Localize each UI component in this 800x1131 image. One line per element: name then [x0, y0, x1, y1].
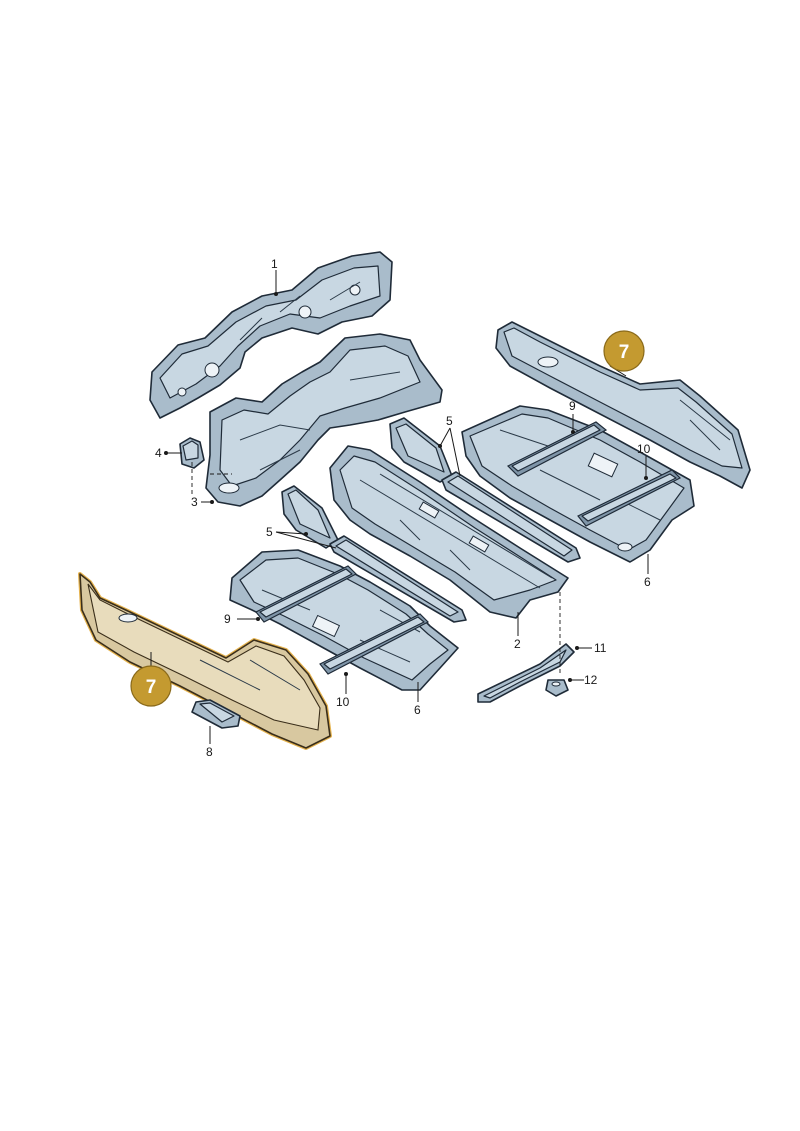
callout-9-left: 9 [224, 612, 231, 626]
part-7-sill-right[interactable] [495, 321, 751, 489]
callout-8: 8 [206, 745, 213, 759]
guide-lines [191, 462, 561, 676]
callout-labels: 1 4 3 5 5 2 9 10 6 9 10 6 8 11 12 [155, 257, 651, 759]
part-5-bracket-lower[interactable] [281, 485, 467, 623]
leader-lines [150, 270, 649, 744]
callout-9-right: 9 [569, 399, 576, 413]
callout-10-left: 10 [336, 695, 350, 709]
part-8-plate[interactable] [191, 699, 241, 729]
callout-6-right: 6 [644, 575, 651, 589]
callout-5-lower: 5 [266, 525, 273, 539]
badge-7-left-label: 7 [146, 677, 157, 698]
part-6-rear-floor-left[interactable] [229, 549, 459, 691]
callout-2: 2 [514, 637, 521, 651]
callout-12: 12 [584, 673, 598, 687]
badge-7-right[interactable]: 7 [603, 330, 645, 372]
part-4-bracket[interactable] [179, 437, 205, 469]
part-10-crossmember-left[interactable] [319, 613, 430, 675]
part-1-bulkhead[interactable] [149, 251, 393, 419]
part-10-crossmember-right[interactable] [577, 469, 682, 527]
callout-4: 4 [155, 446, 162, 460]
part-5-bracket-upper[interactable] [389, 417, 581, 563]
part-2-center-tunnel[interactable] [329, 445, 569, 619]
callout-1: 1 [271, 257, 278, 271]
part-6-rear-floor-right[interactable] [461, 405, 695, 563]
part-12-nut[interactable] [545, 679, 569, 697]
callout-3: 3 [191, 495, 198, 509]
callout-6-left: 6 [414, 703, 421, 717]
part-7-sill-left-highlighted[interactable] [78, 572, 332, 750]
badge-7-left[interactable]: 7 [130, 665, 172, 707]
callout-10-right: 10 [637, 442, 651, 456]
callout-11: 11 [594, 641, 607, 655]
part-9-crossmember-right[interactable] [506, 421, 608, 477]
callout-5-upper: 5 [446, 414, 453, 428]
badge-7-right-label: 7 [619, 342, 630, 363]
part-3-front-floor[interactable] [205, 333, 443, 507]
part-9-crossmember-left[interactable] [255, 565, 358, 623]
